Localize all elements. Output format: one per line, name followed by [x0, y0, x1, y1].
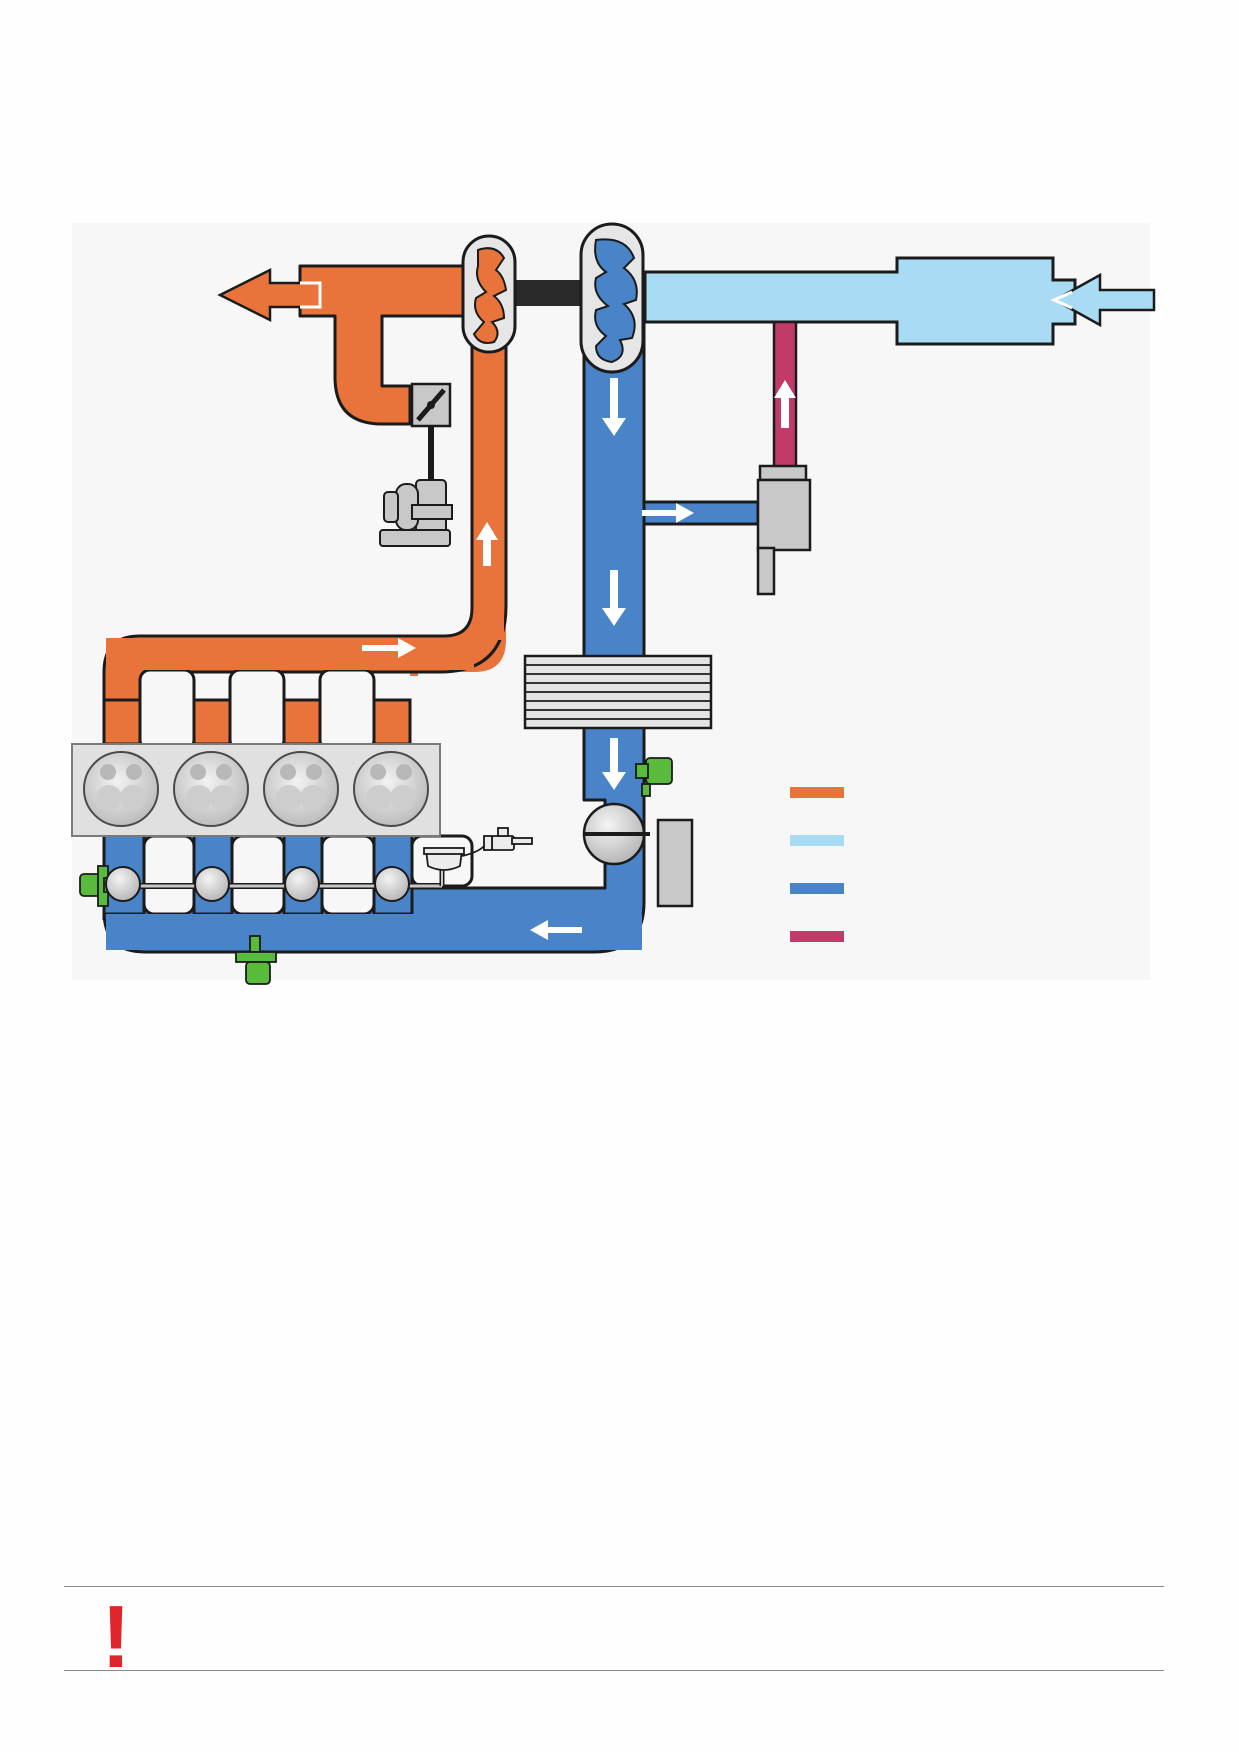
intake-manifold-sensor-bottom: [235, 935, 277, 985]
exhaust-riser-fill: [474, 300, 504, 640]
cylinder-3: [263, 751, 339, 827]
fresh-air-inlet-white-chevron: [1050, 290, 1073, 310]
boost-pressure-sensor: [635, 757, 673, 797]
exhaust-runner-2: [192, 698, 232, 746]
notice-top-rule: [64, 1586, 1164, 1587]
exhaust-arrow-right: [362, 638, 416, 658]
cylinders: [83, 751, 429, 827]
recirculation-flow-arrow: [774, 380, 796, 428]
compressor-wheel: [594, 238, 638, 364]
notice-bottom-rule: [64, 1670, 1164, 1671]
wastegate-rod: [428, 426, 434, 486]
air-filter-and-intake-duct: [643, 256, 1077, 346]
exhaust-runner-1: [102, 698, 142, 746]
throttle-body: [582, 802, 694, 908]
charge-air-arrow-down-2: [602, 570, 626, 626]
legend-swatch-exhaust: [790, 787, 844, 798]
intercooler: [523, 654, 713, 730]
charge-air-flow-arrows: [530, 378, 694, 940]
exhaust-outlet-white-notch: [300, 281, 322, 309]
fresh-air-inlet-arrow: [1052, 272, 1156, 328]
exhaust-runner-4: [372, 698, 412, 746]
legend-swatch-fresh-air: [790, 835, 844, 846]
turbine-wheel: [472, 247, 508, 344]
exhaust-runner-3: [282, 698, 322, 746]
exhaust-collector-gaps: [138, 668, 376, 752]
wastegate-actuator: [379, 479, 453, 547]
turbo-shaft: [505, 280, 587, 306]
legend-swatch-recirculation: [790, 931, 844, 942]
charge-air-arrow-down-1: [602, 378, 626, 436]
fresh-air-duct: [643, 256, 1077, 346]
exhaust-arrow-up: [476, 522, 498, 566]
exclamation-icon: !: [101, 1587, 131, 1686]
recirculation-valve: [756, 464, 812, 596]
exhaust-collector-corner: [410, 636, 474, 670]
exhaust-flow-arrows: [362, 522, 498, 658]
cylinder-1: [83, 751, 159, 827]
fuel-pressure-regulator: [423, 827, 533, 871]
charge-air-arrow-right: [642, 503, 694, 523]
legend: [790, 787, 844, 942]
cylinder-4: [353, 751, 429, 827]
compressor-housing: [579, 222, 645, 374]
turbine-housing: [461, 234, 517, 354]
charge-air-arrow-down-3: [602, 738, 626, 790]
injector-ports: [105, 866, 410, 902]
cylinder-2: [173, 751, 249, 827]
wastegate-valve: [410, 382, 452, 428]
exhaust-outlet-and-wastegate-loop: [298, 264, 472, 426]
charge-air-arrow-left: [530, 920, 582, 940]
legend-swatch-charge-air: [790, 883, 844, 894]
